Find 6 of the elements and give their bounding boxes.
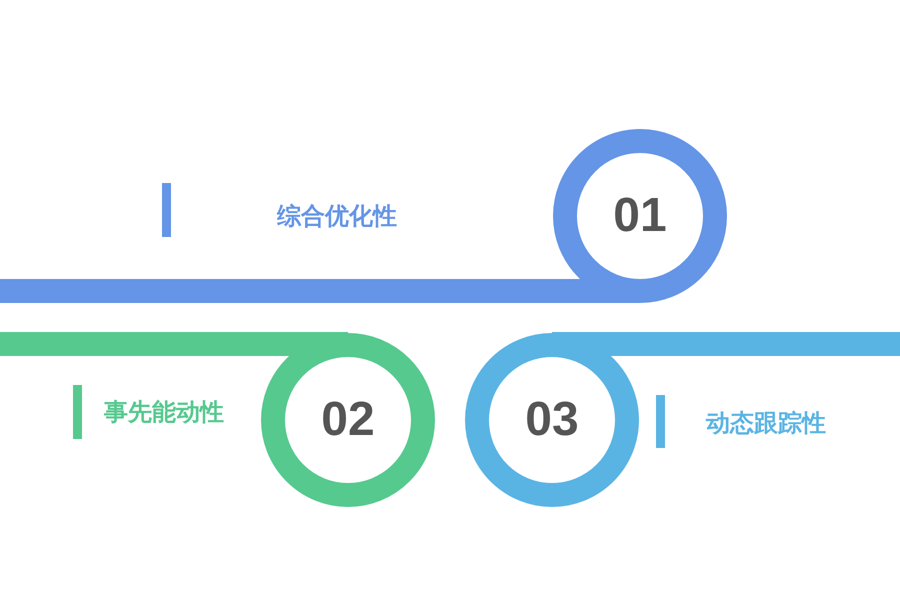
feature-label: 事先能动性 — [104, 400, 224, 424]
feature-label: 动态跟踪性 — [706, 411, 826, 435]
feature-label: 综合优化性 — [277, 204, 397, 228]
step-number: 01 — [613, 192, 667, 240]
step-number: 02 — [321, 396, 375, 444]
step-number: 03 — [525, 396, 579, 444]
